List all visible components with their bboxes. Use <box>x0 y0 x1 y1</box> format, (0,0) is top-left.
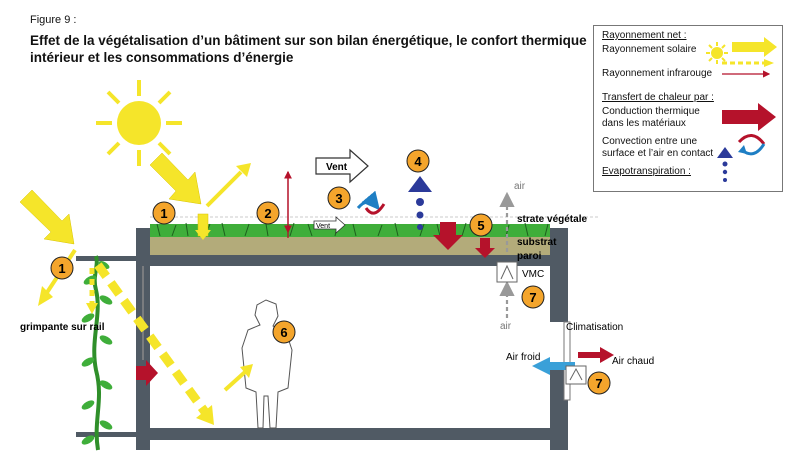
legend-solar-radiation: Rayonnement solaire <box>602 44 697 55</box>
svg-text:6: 6 <box>280 325 287 340</box>
svg-text:4: 4 <box>414 154 422 169</box>
climbing-plant <box>81 255 113 451</box>
marker-5: 5 <box>469 213 493 237</box>
vmc-airflow <box>496 191 518 318</box>
numbered-markers: 1 1 2 3 4 5 6 7 7 <box>50 149 611 395</box>
legend-evapo-icon <box>717 147 733 182</box>
paroi-label: paroi <box>517 251 542 262</box>
marker-4: 4 <box>406 149 430 173</box>
legend-convection-icon <box>737 134 766 156</box>
legend-solar-arrow <box>732 37 777 57</box>
evapotranspiration-arrow <box>408 176 432 230</box>
marker-1-wall: 1 <box>50 256 74 280</box>
legend-symbols <box>706 37 777 182</box>
air-froid-label: Air froid <box>506 352 540 363</box>
solar-radiation-arrows <box>19 152 202 245</box>
svg-text:1: 1 <box>58 261 65 276</box>
conduction-arrows <box>136 222 495 386</box>
legend-conduction: Conduction thermique dans les matériaux <box>602 106 700 129</box>
marker-2: 2 <box>256 201 280 225</box>
legend-net-radiation-heading: Rayonnement net : <box>602 30 687 41</box>
vmc-label: VMC <box>522 269 544 280</box>
convection-arrow <box>356 190 386 215</box>
svg-text:5: 5 <box>477 218 484 233</box>
legend-conduction-arrow <box>722 103 776 131</box>
marker-3: 3 <box>327 186 351 210</box>
svg-text:7: 7 <box>595 376 602 391</box>
figure-label: Figure 9 : <box>30 14 77 26</box>
legend-convection: Convection entre une surface et l’air en… <box>602 136 714 159</box>
legend-box: Rayonnement net : Rayonnement solaire Ra… <box>593 25 783 192</box>
legend-sun-icon <box>706 42 728 64</box>
transmitted-solar-dashed <box>86 213 214 425</box>
solar-arrow-roof <box>149 152 202 205</box>
wind-small-label: Vent <box>316 223 330 230</box>
svg-text:2: 2 <box>264 206 271 221</box>
marker-1-roof: 1 <box>152 201 176 225</box>
wind-label: Vent <box>326 162 348 173</box>
person-silhouette <box>241 299 293 429</box>
air-top-label: air <box>514 181 526 192</box>
svg-text:1: 1 <box>160 206 167 221</box>
grimpante-label: grimpante sur rail <box>20 322 105 333</box>
marker-7-vmc: 7 <box>521 285 545 309</box>
svg-text:3: 3 <box>335 191 342 206</box>
legend-infrared-radiation: Rayonnement infrarouge <box>602 68 713 79</box>
marker-7-clim: 7 <box>587 371 611 395</box>
climatisation-arrows <box>532 347 614 385</box>
sun-icon <box>96 80 182 166</box>
wind-small-arrow <box>313 216 346 234</box>
legend-evapotranspiration: Evapotranspiration : <box>602 166 691 177</box>
wind-arrow <box>315 148 369 184</box>
strate-vegetale-label: strate végétale <box>517 214 587 225</box>
legend-heat-transfer-heading: Transfert de chaleur par : <box>602 92 714 103</box>
marker-6: 6 <box>272 320 296 344</box>
solar-arrow-wall <box>19 189 75 245</box>
substrat-label: substrat <box>517 237 557 248</box>
svg-text:7: 7 <box>529 290 536 305</box>
air-chaud-label: Air chaud <box>612 356 654 367</box>
air-conditioner-unit <box>563 321 571 401</box>
figure-title: Effet de la végétalisation d’un bâtiment… <box>30 33 587 65</box>
climatisation-label: Climatisation <box>566 322 623 333</box>
air-bottom-label: air <box>500 321 512 332</box>
